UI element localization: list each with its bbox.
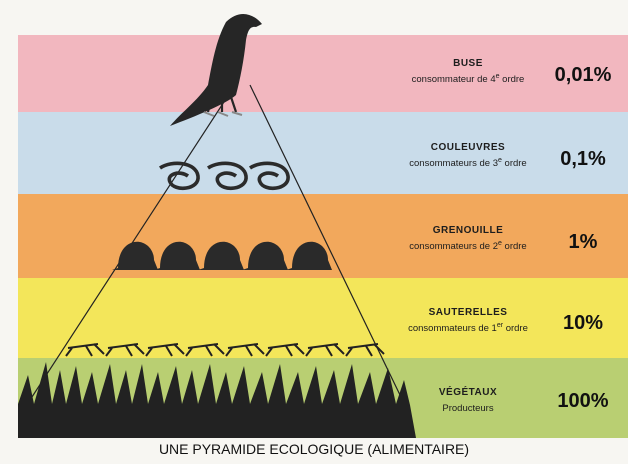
buzzard-icon [170, 14, 262, 126]
percent-frogs: 1% [540, 231, 626, 254]
label-frogs: GRENOUILLE consommateurs de 2e ordre [368, 225, 568, 252]
label-buzzard: BUSE consommateur de 4e ordre [368, 58, 568, 85]
percent-buzzard: 0,01% [540, 64, 626, 87]
frog-icon [112, 242, 332, 270]
percent-plants: 100% [540, 390, 626, 413]
grass-icon [18, 362, 416, 438]
label-grasshoppers: SAUTERELLES consommateurs de 1er ordre [368, 307, 568, 334]
percent-snakes: 0,1% [540, 148, 626, 171]
figure-caption: UNE PYRAMIDE ECOLOGIQUE (ALIMENTAIRE) [0, 441, 628, 457]
label-plants: VÉGÉTAUX Producteurs [368, 387, 568, 414]
snake-icon [160, 163, 288, 188]
percent-grasshoppers: 10% [540, 312, 626, 335]
grasshopper-icon [66, 344, 384, 356]
label-snakes: COULEUVRES consommateurs de 3e ordre [368, 142, 568, 169]
